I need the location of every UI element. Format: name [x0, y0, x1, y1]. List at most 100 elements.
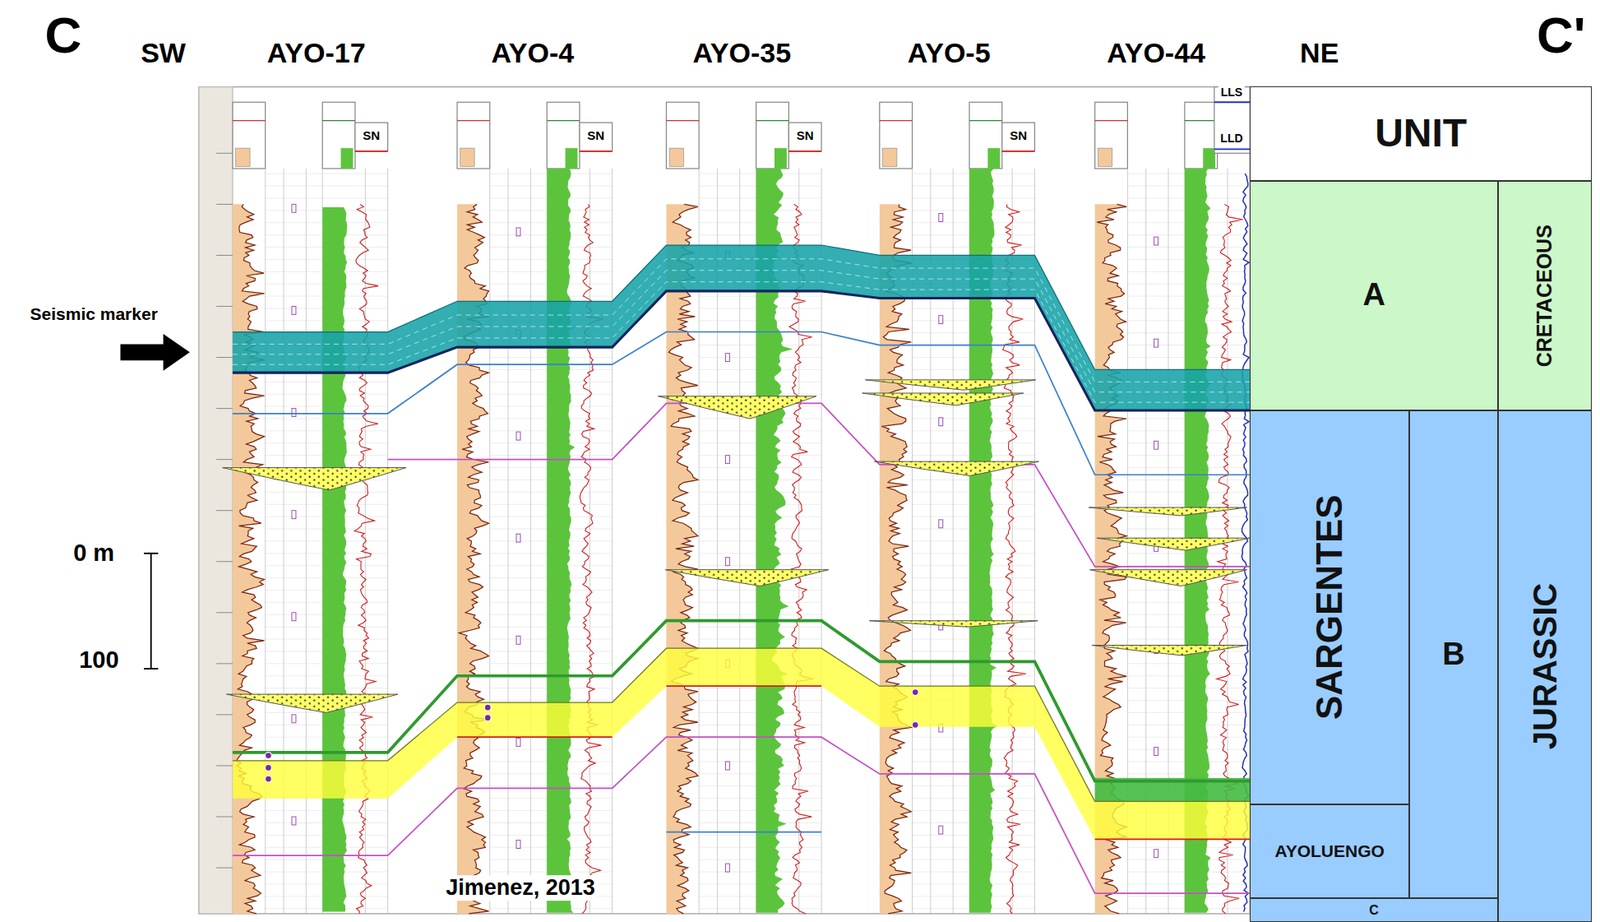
header-rule — [1002, 150, 1036, 153]
well-name: AYO-5 — [907, 37, 991, 69]
log-curve-name: LLS — [1218, 85, 1245, 100]
horizon-line — [388, 402, 1251, 567]
depth-mark — [725, 353, 730, 362]
header-rule — [322, 120, 356, 121]
depth-mark — [1154, 338, 1159, 347]
header-rule — [579, 150, 613, 153]
band-base — [232, 291, 1250, 411]
sand-lens — [226, 693, 399, 713]
horizon-line — [232, 736, 1250, 893]
horizon-segment — [665, 831, 822, 833]
scale-line — [150, 553, 153, 669]
depth-mark — [938, 825, 944, 834]
well-log — [879, 101, 1036, 914]
header-rule — [756, 120, 790, 121]
sand-lens — [864, 379, 1036, 390]
grid-line — [283, 168, 285, 914]
resistivity-curve — [354, 203, 379, 914]
perforation-dot — [484, 714, 491, 722]
header-rule — [1214, 101, 1250, 103]
gr-fill — [232, 203, 264, 914]
sp-fill — [546, 168, 575, 913]
depth-tick — [216, 407, 233, 409]
header-swatch — [460, 147, 475, 167]
depth-tick — [216, 662, 233, 664]
band-texture — [232, 282, 1250, 403]
depth-mark — [291, 714, 296, 723]
cell-text: CRETACEOUS — [1533, 224, 1557, 367]
depth-mark — [291, 203, 296, 213]
depth-mark — [516, 840, 521, 849]
annotation: 0 m — [73, 540, 115, 567]
grid-line — [589, 168, 591, 914]
depth-tick — [216, 867, 233, 869]
unit-cell: B — [1409, 410, 1499, 898]
grid-line — [305, 168, 307, 914]
well-name: AYO-44 — [1106, 37, 1206, 69]
depth-mark — [1154, 747, 1159, 756]
perforation-dot — [264, 775, 272, 782]
log-curve-name: SN — [796, 129, 814, 144]
log-curve-name: SN — [362, 129, 380, 144]
log-header — [322, 101, 356, 169]
depth-mark — [938, 417, 944, 426]
grid-line — [264, 168, 266, 914]
header-rule — [1095, 120, 1129, 121]
depth-mark — [291, 510, 296, 519]
log-header — [665, 101, 699, 169]
log-header — [1184, 101, 1218, 169]
formation-cell: AYOLUENGO — [1249, 804, 1410, 898]
log-header — [232, 101, 266, 169]
sand-lens — [862, 393, 1024, 406]
depth-tick — [216, 458, 233, 460]
scale-tick — [143, 667, 158, 670]
depth-mark — [516, 431, 521, 440]
pointer-arrow — [120, 333, 190, 371]
header-rule — [1184, 120, 1218, 121]
well-name: AYO-17 — [267, 37, 366, 69]
band-top — [232, 245, 1250, 370]
cell-text: A — [1362, 277, 1385, 313]
sand-lens — [869, 620, 1038, 627]
log-header — [788, 122, 822, 152]
scale-tick — [143, 552, 158, 555]
depth-mark — [1154, 236, 1159, 246]
depth-tick — [216, 764, 233, 766]
depth-tick — [216, 509, 233, 511]
perforation-dot — [911, 721, 919, 728]
depth-tick — [216, 713, 233, 715]
log-header — [879, 101, 913, 169]
log-header — [457, 101, 491, 169]
header-rule — [1214, 147, 1250, 150]
resistivity-curve — [1003, 203, 1027, 914]
sand-lens — [874, 461, 1040, 476]
depth-mark — [725, 557, 730, 566]
depth-mark — [938, 315, 944, 324]
header-rule — [788, 150, 822, 153]
sand-lens — [665, 569, 829, 587]
depth-mark — [291, 408, 296, 417]
sand-lens — [1091, 645, 1248, 656]
log-curve-name: SN — [587, 129, 605, 144]
cell-text: B — [1442, 637, 1465, 672]
header-rule — [232, 120, 266, 121]
reservoir-band — [232, 647, 1250, 839]
source-credit: Jimenez, 2013 — [443, 874, 598, 902]
depth-tick — [216, 816, 233, 818]
horizon-line — [232, 332, 1250, 476]
unit-cell: A — [1249, 180, 1499, 411]
scale-bar — [143, 553, 158, 669]
header-rule — [355, 150, 389, 153]
header-swatch — [341, 147, 354, 169]
cell-text: UNIT — [1374, 111, 1467, 156]
depth-mark — [725, 863, 730, 872]
reservoir-top-thin — [232, 647, 1250, 801]
header-swatch — [987, 147, 1000, 169]
depth-mark — [1154, 440, 1159, 449]
depth-tick — [216, 560, 233, 562]
perforation-dot — [264, 763, 272, 771]
sand-lens — [657, 396, 816, 419]
formation-cell: SARGENTES — [1249, 410, 1410, 805]
well-log — [457, 101, 613, 914]
sand-lens — [1089, 569, 1247, 587]
